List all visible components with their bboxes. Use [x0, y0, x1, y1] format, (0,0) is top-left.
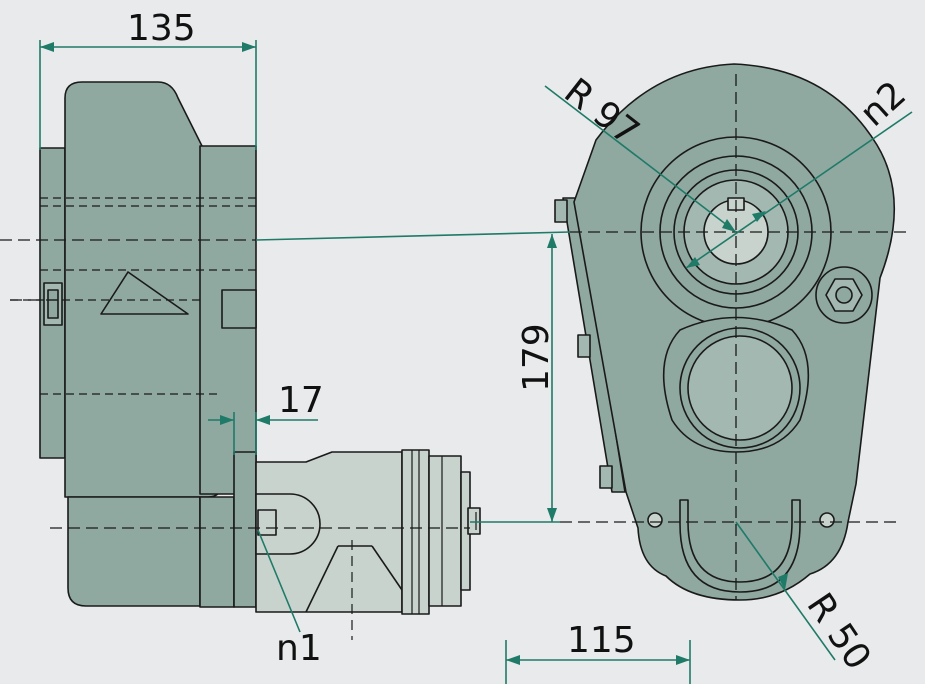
plate-bolt-top — [554, 199, 568, 223]
mount-hole-right — [819, 512, 835, 528]
motor-shaft-key — [257, 509, 277, 536]
motor-details — [351, 450, 477, 640]
motor-port — [467, 507, 481, 535]
dim-17-label: 17 — [278, 380, 324, 421]
motor-flange — [401, 449, 430, 615]
motor-cap — [428, 455, 462, 607]
front-view — [554, 63, 896, 601]
side-adapter-flange — [233, 451, 257, 608]
shaft-n1-label: n1 — [276, 628, 322, 669]
hydraulic-motor — [255, 449, 481, 615]
motor-lobe — [255, 493, 321, 555]
plate-bolt-mid — [577, 334, 591, 358]
dimension-lines — [39, 40, 913, 684]
side-adapter — [199, 496, 235, 608]
vent-triangle-icon — [100, 271, 189, 315]
hex-bolt-center — [835, 286, 853, 304]
side-boss-inner — [47, 289, 59, 319]
plate-bolt-bottom — [599, 465, 613, 489]
side-rear-step — [221, 289, 257, 329]
mount-hole-left — [647, 512, 663, 528]
mount-foot — [679, 499, 801, 593]
side-lower-housing — [67, 496, 201, 607]
input-bore-inner — [687, 335, 793, 441]
front-side-plate — [562, 197, 626, 493]
dim-179-label: 179 — [516, 323, 557, 392]
side-hidden-lines — [10, 197, 256, 395]
dim-115-label: 115 — [567, 620, 636, 661]
dimension-arrows — [40, 42, 788, 665]
center-lines — [0, 74, 910, 600]
radius-50-label: R 50 — [799, 586, 879, 677]
dim-135-label: 135 — [127, 8, 196, 49]
side-view — [39, 81, 257, 608]
